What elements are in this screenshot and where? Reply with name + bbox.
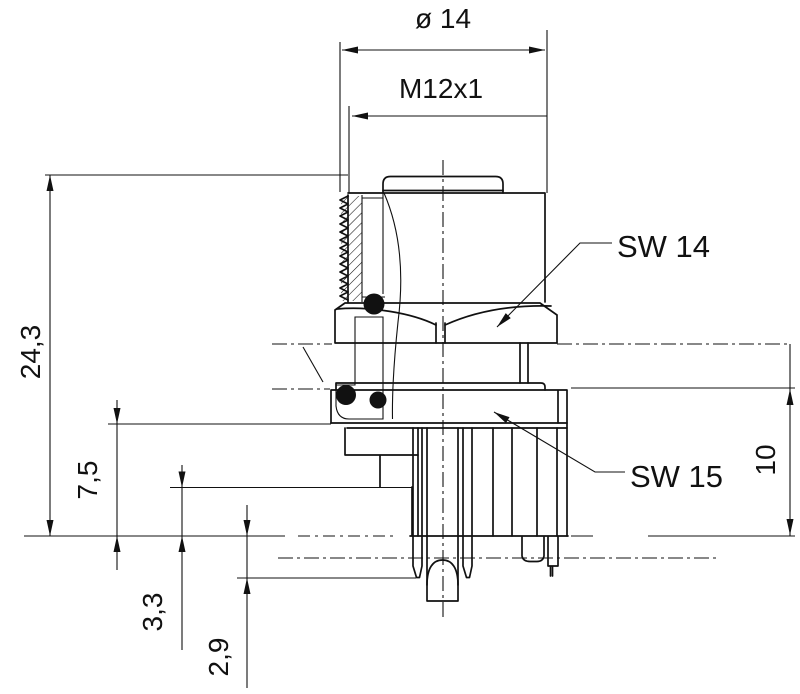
dim-text-total-height: 24,3 <box>15 325 46 380</box>
dim-text-lower-height: 10 <box>750 444 781 475</box>
thread-profile <box>339 195 349 301</box>
pin-right <box>462 427 473 579</box>
dim-text-step-height: 3,3 <box>137 593 168 632</box>
hatch-lower-sleeve <box>335 316 384 420</box>
arrowhead <box>243 578 251 594</box>
dim-text-flange-height: 7,5 <box>72 461 103 500</box>
dim-step-height-3-3: 3,3 <box>137 465 186 650</box>
connector-body-outline <box>330 175 569 602</box>
arrowhead <box>352 112 368 120</box>
dim-text-pin-height: 2,9 <box>203 638 234 677</box>
arrowhead <box>243 520 251 536</box>
hex-sw14-chamfer-arcs <box>336 305 552 326</box>
center-and-panel-lines <box>272 160 788 620</box>
panel-break-line <box>302 346 324 383</box>
o-ring-lower-left <box>336 385 356 405</box>
o-ring-upper <box>363 293 385 315</box>
top-cap <box>382 175 504 194</box>
extension-lines <box>24 30 795 579</box>
dim-flange-height-7-5: 7,5 <box>72 400 121 570</box>
dim-pin-height-2-9: 2,9 <box>203 505 251 688</box>
flange-left-steps <box>344 427 569 537</box>
arrowhead <box>46 175 54 191</box>
hex-nut-sw15 <box>330 389 568 537</box>
leader-arrowhead <box>494 412 510 424</box>
broken-out-section-arc <box>383 192 402 420</box>
flange-internal-edges <box>417 427 558 537</box>
dim-thread-m12x1: M12x1 <box>352 73 547 120</box>
terminal-cup <box>521 536 545 563</box>
washer <box>335 382 546 391</box>
leader-arrowhead <box>497 313 511 327</box>
o-ring-lower-right <box>369 391 387 409</box>
arrowhead <box>113 536 121 552</box>
flange-top <box>330 422 568 429</box>
label-sw14: SW 14 <box>496 229 710 328</box>
dim-text-thread: M12x1 <box>399 73 483 104</box>
arrowhead <box>342 46 358 54</box>
bore-edges <box>361 193 385 302</box>
center-contact <box>426 427 459 602</box>
dim-diameter-14: ø 14 <box>342 3 545 54</box>
arrowhead <box>178 536 186 552</box>
arrowhead <box>46 520 54 536</box>
o-ring-seals <box>336 293 387 409</box>
arrowhead <box>529 46 545 54</box>
upper-cylinder <box>347 192 546 303</box>
label-text-sw15: SW 15 <box>630 459 723 494</box>
label-sw15: SW 15 <box>493 411 723 494</box>
neck-thread-lines <box>519 342 529 384</box>
pin-left <box>412 427 423 579</box>
arrowhead <box>786 389 794 405</box>
arrowhead <box>178 471 186 488</box>
terminal-pin <box>547 536 559 577</box>
arrowhead <box>786 519 794 535</box>
dim-lower-height-10: 10 <box>750 344 794 536</box>
dim-total-height-24-3: 24,3 <box>15 175 54 536</box>
internal-bore-lines <box>361 192 402 420</box>
label-text-sw14: SW 14 <box>617 229 710 264</box>
dim-text-diameter: ø 14 <box>415 3 471 34</box>
arrowhead <box>113 408 121 424</box>
hex-sw14-facet-lines <box>435 322 446 344</box>
